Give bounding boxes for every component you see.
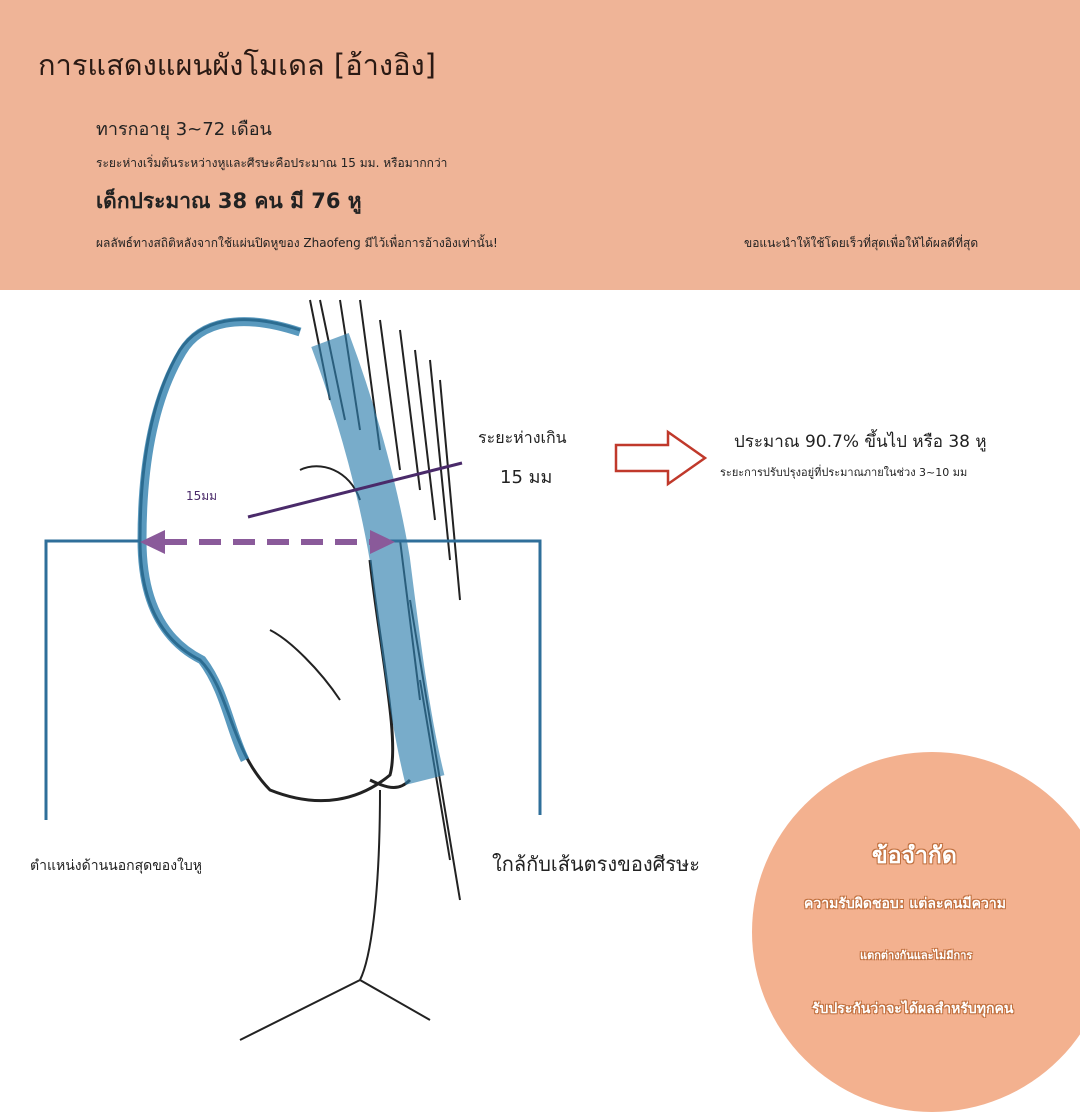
distance-note: ระยะห่างเริ่มต้นระหว่างหูและศีรษะคือประม… bbox=[96, 156, 448, 170]
outer-ear-label: ตำแหน่งด้านนอกสุดของใบหู bbox=[30, 858, 202, 874]
improvement-range: ระยะการปรับปรุงอยู่ที่ประมาณภายในช่วง 3~… bbox=[720, 466, 968, 479]
bracket-right bbox=[390, 539, 542, 815]
bracket-left bbox=[44, 539, 140, 820]
head-line-highlight bbox=[311, 332, 445, 785]
gap-arrow-right-head bbox=[370, 530, 395, 554]
result-arrow-icon bbox=[614, 429, 708, 487]
recommendation: ขอแนะนำให้ใช้โดยเร็วที่สุดเพื่อให้ได้ผลด… bbox=[744, 236, 979, 250]
over-value: 15 มม bbox=[500, 467, 553, 488]
limitations-line: ความรับผิดชอบ: แต่ละคนมีความ bbox=[804, 896, 1006, 912]
limitations-title: ข้อจำกัด bbox=[872, 843, 957, 869]
result-text: ประมาณ 90.7% ขึ้นไป หรือ 38 หู bbox=[734, 432, 987, 452]
gap-arrow-left-head bbox=[140, 530, 165, 554]
outer-ear-highlight bbox=[137, 317, 302, 763]
age-range: ทารกอายุ 3~72 เดือน bbox=[96, 119, 272, 140]
limitations-circle bbox=[752, 752, 1080, 1112]
over-label: ระยะห่างเกิน bbox=[478, 428, 567, 447]
page-title: การแสดงแผนผังโมเดล [อ้างอิง] bbox=[38, 48, 436, 82]
ear-diagram bbox=[44, 299, 708, 1041]
gap-label: 15มม bbox=[186, 489, 218, 503]
sample-size: เด็กประมาณ 38 คน มี 76 หู bbox=[96, 189, 362, 213]
limitations-line: แตกต่างกันและไม่มีการ bbox=[860, 949, 973, 962]
statistics-note: ผลลัพธ์ทางสถิติหลังจากใช้แผ่นปิดหูของ Zh… bbox=[96, 236, 498, 250]
header-banner bbox=[0, 0, 1080, 290]
limitations-line: รับประกันว่าจะได้ผลสำหรับทุกคน bbox=[812, 1001, 1014, 1017]
head-line-label: ใกล้กับเส้นตรงของศีรษะ bbox=[492, 852, 700, 876]
pointer-line bbox=[247, 461, 463, 519]
